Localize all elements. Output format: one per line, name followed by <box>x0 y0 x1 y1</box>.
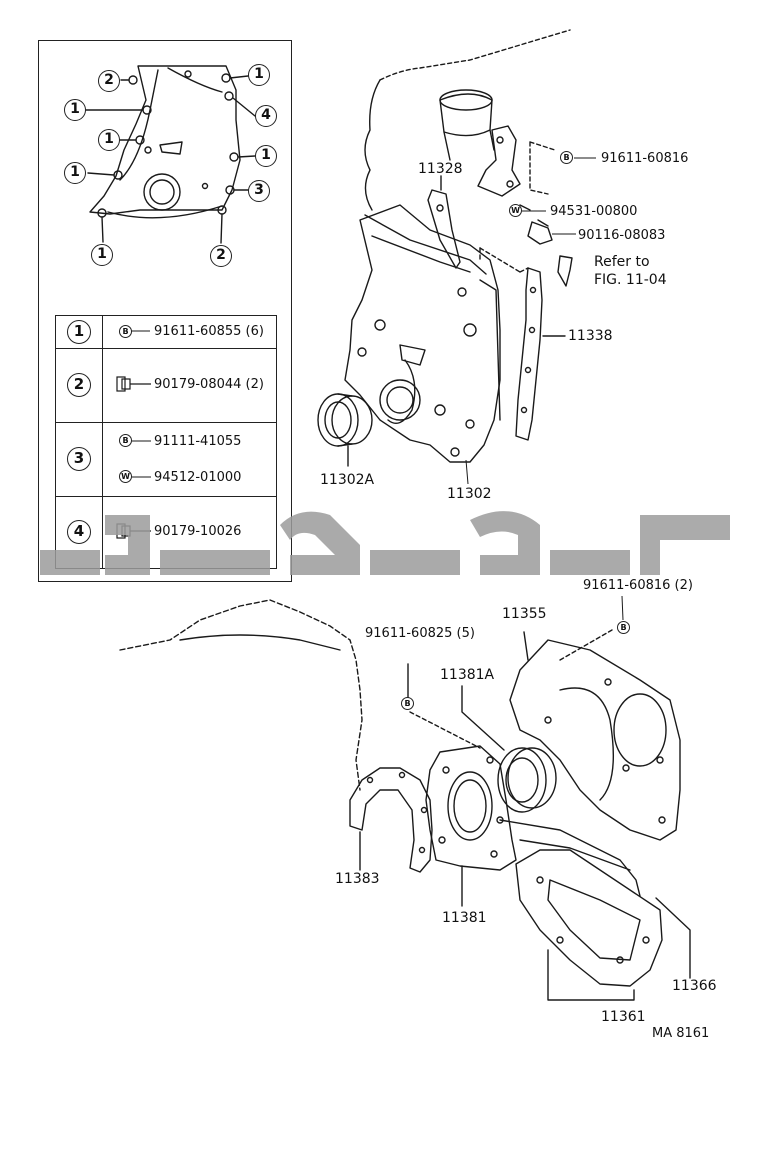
callout-1-right: 1 <box>255 145 277 167</box>
part-11366: 11366 <box>672 978 717 994</box>
key-num-cell: 3 <box>56 422 103 496</box>
key-num-2: 2 <box>67 373 91 397</box>
part-11381A: 11381A <box>440 667 495 683</box>
callout-3-right: 3 <box>248 180 270 202</box>
callout-1-left-b: 1 <box>98 129 120 151</box>
gasket-11338-drawing <box>479 247 566 441</box>
key-part-2: 90179-08044 (2) <box>154 377 264 392</box>
washer-symbol: W <box>119 470 132 483</box>
inset-cover-drawing <box>85 65 256 244</box>
part-90116-08083: 90116-08083 <box>578 228 666 243</box>
oil-seal-11381A-drawing <box>461 685 557 813</box>
figure-code: MA 8161 <box>652 1026 710 1041</box>
part-94531-00800: 94531-00800 <box>550 204 638 219</box>
part-11381: 11381 <box>442 910 487 926</box>
oil-seal-11302A-drawing <box>317 393 373 467</box>
part-11361: 11361 <box>601 1009 646 1025</box>
callout-1-left-c: 1 <box>64 162 86 184</box>
part-91611-60816: 91611-60816 <box>601 151 689 166</box>
gasket-11383-drawing <box>349 767 433 873</box>
part-11302A: 11302A <box>320 472 375 488</box>
cover-11361-drawing <box>499 819 691 1001</box>
plate-11355-drawing <box>509 631 681 841</box>
sensor-bracket-drawing <box>477 125 573 287</box>
callout-2-top-left: 2 <box>98 70 120 92</box>
bolt-symbol: B <box>401 697 414 710</box>
key-num-cell: 1 <box>56 316 103 348</box>
washer-symbol: W <box>509 204 522 217</box>
key-row-2: 2 90179-08044 (2) <box>56 348 276 423</box>
key-part-4: 90179-10026 <box>154 524 242 539</box>
part-91611-60825-5: 91611-60825 (5) <box>365 626 475 641</box>
key-num-3: 3 <box>67 447 91 471</box>
callout-4-right: 4 <box>255 105 277 127</box>
bracket-11328-drawing <box>427 175 461 269</box>
cover-11381-drawing <box>425 745 517 907</box>
leader-lines <box>132 440 151 478</box>
engine-block-drawing <box>364 29 571 211</box>
refer-fig-label: FIG. 11-04 <box>594 272 667 288</box>
part-91611-60816-2: 91611-60816 (2) <box>583 578 693 593</box>
part-11328: 11328 <box>418 161 463 177</box>
fastener-key-table: 1 B 91611-60855 (6) 2 90179-08044 (2) 3 … <box>55 315 277 569</box>
key-num-cell: 4 <box>56 496 103 568</box>
key-num-1: 1 <box>67 320 91 344</box>
callout-1-left-a: 1 <box>64 99 86 121</box>
flange-nut-icon <box>116 376 151 392</box>
part-11338: 11338 <box>568 328 613 344</box>
key-row-3: 3 B 91111-41055 W 94512-01000 <box>56 422 276 497</box>
key-num-4: 4 <box>67 520 91 544</box>
refer-to-label: Refer to <box>594 254 650 270</box>
part-11383: 11383 <box>335 871 380 887</box>
bolt-symbol: B <box>560 151 573 164</box>
part-11355: 11355 <box>502 606 547 622</box>
key-part-1: 91611-60855 (6) <box>154 324 264 339</box>
key-part-3b: 94512-01000 <box>154 470 242 485</box>
key-num-cell: 2 <box>56 348 103 422</box>
inset-panel <box>38 40 292 582</box>
part-11302: 11302 <box>447 486 492 502</box>
key-row-1: 1 B 91611-60855 (6) <box>56 316 276 349</box>
bolt-symbol: B <box>119 434 132 447</box>
key-part-3a: 91111-41055 <box>154 434 242 449</box>
callout-1-top-right: 1 <box>248 64 270 86</box>
callout-2-bottom: 2 <box>210 245 232 267</box>
callout-1-bottom: 1 <box>91 244 113 266</box>
bolt-symbol: B <box>617 621 630 634</box>
lower-block-drawing <box>119 599 363 791</box>
